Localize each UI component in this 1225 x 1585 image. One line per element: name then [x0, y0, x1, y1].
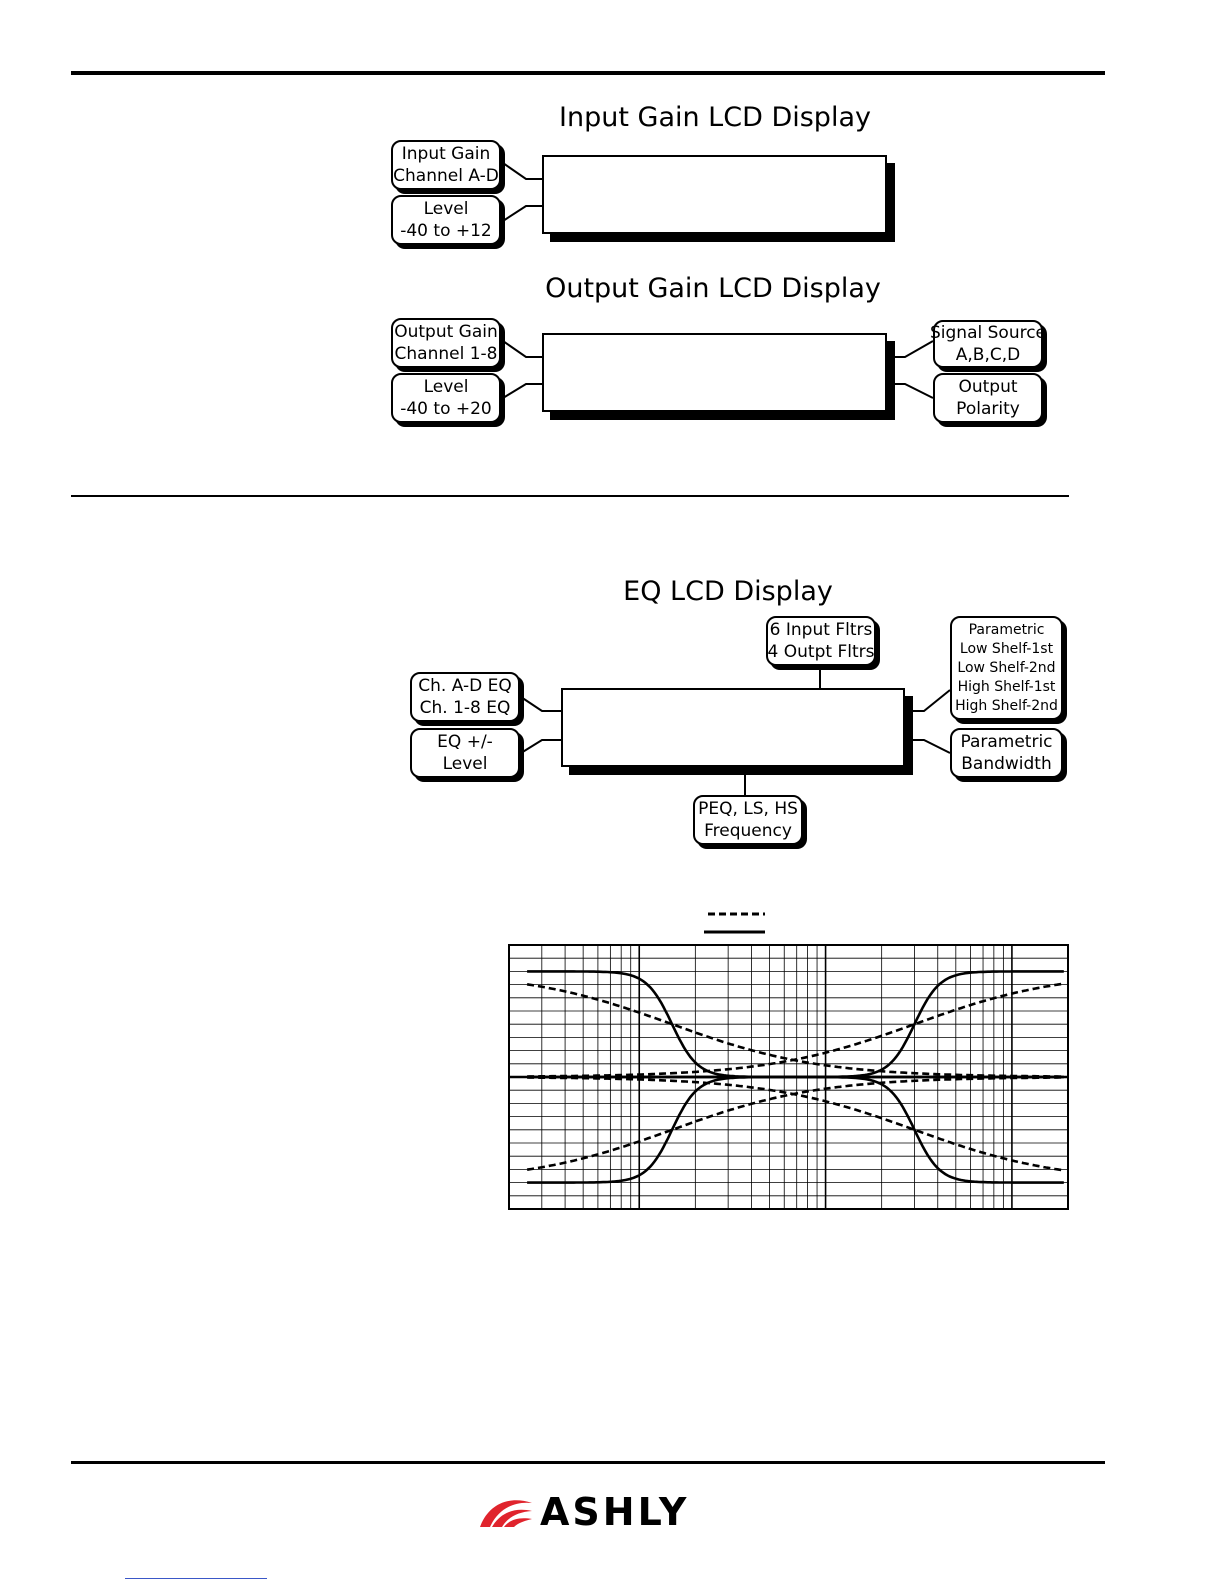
input-gain-lcd-screen: [542, 155, 887, 234]
output-gain-lcd-screen: [542, 333, 887, 412]
output-gain-level-callout: Level -40 to +20: [391, 373, 501, 423]
logo-text: ASHLY: [540, 1490, 690, 1534]
callout-line: Ch. 1-8 EQ: [419, 698, 511, 718]
input-gain-level-callout: Level -40 to +12: [391, 195, 501, 245]
callout-line: EQ +/-: [437, 732, 493, 752]
callout-line: 6 Input Fltrs: [769, 620, 873, 640]
callout-line: -40 to +20: [400, 399, 492, 419]
series-high-shelf-1st-boost-curve: [527, 982, 1064, 1078]
input-gain-channel-callout: Input Gain Channel A-D: [391, 140, 501, 190]
callout-line: Level: [423, 377, 469, 397]
callout-line: A,B,C,D: [955, 345, 1021, 365]
top-rule: [71, 71, 1105, 75]
ashly-swoosh-icon: [480, 1500, 532, 1527]
callout-line: PEQ, LS, HS: [698, 799, 798, 819]
callout-line: Polarity: [956, 399, 1020, 419]
frequency-callout: PEQ, LS, HS Frequency: [693, 795, 803, 845]
callout-line: Parametric: [968, 621, 1045, 638]
eq-lcd-screen: [561, 688, 905, 767]
callout-line: 4 Outpt Fltrs: [767, 642, 875, 662]
bottom-rule: [71, 1461, 1105, 1464]
callout-line: Bandwidth: [961, 754, 1052, 774]
input-gain-title: Input Gain LCD Display: [559, 102, 871, 133]
callout-line: Signal Source: [930, 323, 1047, 343]
eq-title: EQ LCD Display: [623, 576, 833, 607]
ashly-logo: ASHLY: [478, 1490, 689, 1534]
middle-rule: [71, 495, 1069, 497]
eq-level-callout: EQ +/- Level: [410, 728, 520, 778]
eq-channel-callout: Ch. A-D EQ Ch. 1-8 EQ: [410, 672, 520, 722]
output-gain-channel-callout: Output Gain Channel 1-8: [391, 318, 501, 368]
filter-type-callout: Parametric Low Shelf-1st Low Shelf-2nd H…: [950, 616, 1063, 720]
callout-line: Level: [423, 199, 469, 219]
callout-line: -40 to +12: [400, 221, 492, 241]
footer-link-underline: [125, 1578, 267, 1579]
parametric-bandwidth-callout: Parametric Bandwidth: [950, 728, 1063, 778]
output-gain-title: Output Gain LCD Display: [545, 273, 881, 304]
output-polarity-callout: Output Polarity: [933, 373, 1043, 423]
callout-line: Level: [442, 754, 488, 774]
callout-line: Channel A-D: [393, 166, 499, 186]
chart-frame: [508, 944, 1069, 1210]
callout-line: Parametric: [960, 732, 1053, 752]
chart-legend: [704, 912, 765, 934]
callout-line: Ch. A-D EQ: [418, 676, 512, 696]
callout-line: Channel 1-8: [394, 344, 498, 364]
callout-line: Frequency: [704, 821, 792, 841]
callout-line: Input Gain: [401, 144, 491, 164]
callout-line: Low Shelf-1st: [959, 640, 1054, 657]
callout-line: Output: [958, 377, 1018, 397]
signal-source-callout: Signal Source A,B,C,D: [930, 320, 1047, 368]
filter-count-callout: 6 Input Fltrs 4 Outpt Fltrs: [766, 616, 876, 666]
callout-line: High Shelf-1st: [957, 678, 1056, 695]
callout-line: Output Gain: [394, 322, 498, 342]
callout-line: Low Shelf-2nd: [957, 659, 1056, 676]
series-high-shelf-2nd-cut-curve: [527, 1075, 1064, 1184]
callout-line: High Shelf-2nd: [955, 697, 1058, 714]
series-high-shelf-1st-cut-curve: [527, 1076, 1064, 1172]
